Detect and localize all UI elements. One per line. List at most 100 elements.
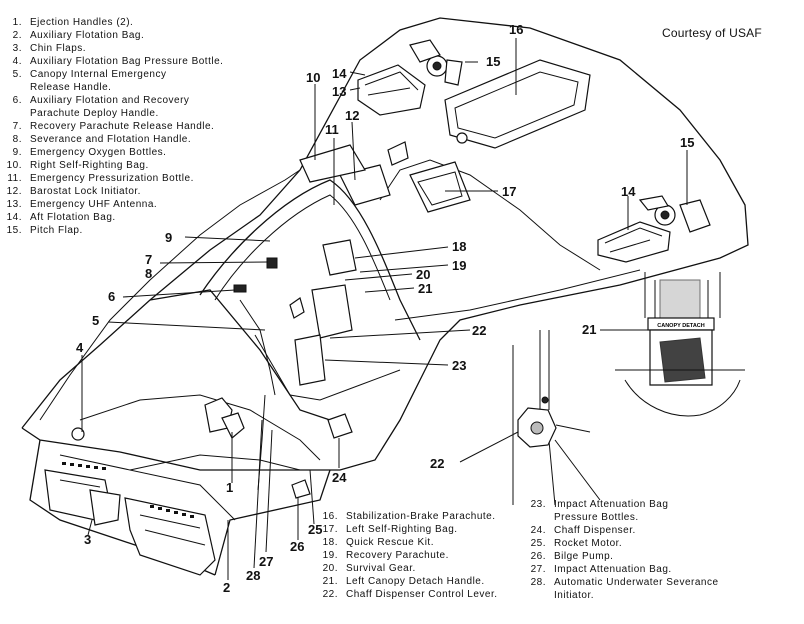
legend-item-number bbox=[0, 107, 30, 120]
legend-item: 1.Ejection Handles (2). bbox=[0, 16, 223, 29]
legend-item: 18.Quick Rescue Kit. bbox=[316, 536, 498, 549]
legend-item-number bbox=[0, 81, 30, 94]
legend-item-text: Canopy Internal Emergency bbox=[30, 69, 167, 80]
legend-item-number: 28. bbox=[530, 577, 546, 588]
legend-item-text: Chaff Dispenser. bbox=[554, 525, 636, 536]
legend-item-number: 27. bbox=[530, 564, 546, 575]
legend-item: 16. Stabilization-Brake Parachute. bbox=[316, 510, 498, 523]
legend-item-number: 25. bbox=[530, 538, 546, 549]
legend-item: 19.Recovery Parachute. bbox=[316, 549, 498, 562]
legend-item: 23.Impact Attenuation Bag bbox=[524, 498, 719, 511]
callout-5: 5 bbox=[92, 313, 99, 328]
legend-items-1-15: 1.Ejection Handles (2).2. Auxiliary Flota… bbox=[0, 16, 223, 237]
legend-item: 26.Bilge Pump. bbox=[524, 550, 719, 563]
legend-item: 20. Survival Gear. bbox=[316, 562, 498, 575]
legend-item-text: Stabilization-Brake Parachute. bbox=[346, 511, 496, 522]
callout-25: 25 bbox=[308, 522, 322, 537]
callout-1: 1 bbox=[226, 480, 233, 495]
legend-item-text: Left Canopy Detach Handle. bbox=[346, 576, 485, 587]
legend-item-number: 10. bbox=[6, 160, 22, 171]
legend-item-number: 5. bbox=[12, 69, 22, 80]
legend-item-number: 6. bbox=[12, 95, 22, 106]
legend-item: 28. Automatic Underwater Severance bbox=[524, 576, 719, 589]
aft-deck-components bbox=[299, 39, 591, 183]
callout-15b: 15 bbox=[680, 135, 694, 150]
legend-item-text: Parachute Deploy Handle. bbox=[30, 108, 159, 119]
callout-14a: 14 bbox=[332, 66, 347, 81]
legend-item: 4.Auxiliary Flotation Bag Pressure Bottl… bbox=[0, 55, 223, 68]
legend-item-text: Impact Attenuation Bag. bbox=[554, 564, 672, 575]
legend-item-text: Severance and Flotation Handle. bbox=[30, 134, 192, 145]
callout-27: 27 bbox=[259, 554, 273, 569]
detail-aft-flotation bbox=[597, 195, 711, 263]
capsule-body bbox=[21, 17, 749, 576]
callout-24: 24 bbox=[332, 470, 347, 485]
legend-item-text: Chin Flaps. bbox=[30, 43, 87, 54]
callout-18: 18 bbox=[452, 239, 466, 254]
legend-item: 24.Chaff Dispenser. bbox=[524, 524, 719, 537]
legend-item-text: Release Handle. bbox=[30, 82, 112, 93]
legend-item: 9.Emergency Oxygen Bottles. bbox=[0, 146, 223, 159]
legend-item: 21.Left Canopy Detach Handle. bbox=[316, 575, 498, 588]
callout-11: 11 bbox=[325, 122, 339, 137]
legend-item: 5. Canopy Internal Emergency bbox=[0, 68, 223, 81]
legend-item-text: Pressure Bottles. bbox=[554, 512, 639, 523]
legend-item: 25.Rocket Motor. bbox=[524, 537, 719, 550]
callout-13: 13 bbox=[332, 84, 346, 99]
legend-item-number: 2. bbox=[12, 30, 22, 41]
legend-item-number: 16. bbox=[322, 511, 338, 522]
credit-text: Courtesy of USAF bbox=[662, 26, 762, 40]
legend-item-number bbox=[524, 589, 554, 602]
legend-item: Initiator. bbox=[524, 589, 719, 602]
legend-item: 12.Barostat Lock Initiator. bbox=[0, 185, 223, 198]
legend-item-text: Recovery Parachute. bbox=[346, 550, 449, 561]
legend-item: 6. Auxiliary Flotation and Recovery bbox=[0, 94, 223, 107]
internal-components bbox=[71, 141, 471, 499]
legend-item-text: Aft Flotation Bag. bbox=[30, 212, 116, 223]
leader-lines bbox=[81, 38, 688, 580]
callout-9: 9 bbox=[165, 230, 172, 245]
legend-item-number: 22. bbox=[322, 589, 338, 600]
legend-item-number: 7. bbox=[12, 121, 22, 132]
callout-4: 4 bbox=[76, 340, 84, 355]
legend-item-number: 15. bbox=[6, 225, 22, 236]
legend-item-text: Auxiliary Flotation and Recovery bbox=[30, 95, 190, 106]
legend-item-text: Automatic Underwater Severance bbox=[554, 577, 719, 588]
legend-item: 8. Severance and Flotation Handle. bbox=[0, 133, 223, 146]
legend-item: 3.Chin Flaps. bbox=[0, 42, 223, 55]
legend-item-number: 12. bbox=[6, 186, 22, 197]
legend-item-number: 11. bbox=[7, 173, 22, 184]
legend-item: 7.Recovery Parachute Release Handle. bbox=[0, 120, 223, 133]
legend-item-text: Impact Attenuation Bag bbox=[554, 499, 669, 510]
legend-item-text: Pitch Flap. bbox=[30, 225, 83, 236]
chin-flaps bbox=[44, 462, 216, 576]
legend-item: 10.Right Self-Righting Bag. bbox=[0, 159, 223, 172]
legend-item-text: Survival Gear. bbox=[346, 563, 416, 574]
legend-item-text: Ejection Handles (2). bbox=[30, 17, 134, 28]
legend-item-text: Emergency Oxygen Bottles. bbox=[30, 147, 167, 158]
legend-items-16-22: 16. Stabilization-Brake Parachute. 17. Left… bbox=[316, 510, 498, 601]
legend-item: Pressure Bottles. bbox=[524, 511, 719, 524]
legend-item-number: 14. bbox=[6, 212, 22, 223]
legend-item-number: 20. bbox=[322, 563, 338, 574]
legend-item-number: 8. bbox=[12, 134, 22, 145]
legend-item-text: Quick Rescue Kit. bbox=[346, 537, 434, 548]
callout-numbers: 1 2 3 4 5 6 7 8 9 10 11 12 13 14 14 15 1… bbox=[76, 22, 694, 595]
callout-7: 7 bbox=[145, 252, 152, 267]
callout-3: 3 bbox=[84, 532, 91, 547]
legend-item-number: 13. bbox=[6, 199, 22, 210]
callout-21b: 21 bbox=[582, 322, 596, 337]
callout-22a: 22 bbox=[472, 323, 486, 338]
callout-6: 6 bbox=[108, 289, 115, 304]
legend-item-text: Emergency UHF Antenna. bbox=[30, 199, 158, 210]
legend-item-text: Emergency Pressurization Bottle. bbox=[30, 173, 194, 184]
legend-item: Parachute Deploy Handle. bbox=[0, 107, 223, 120]
legend-item: 22.Chaff Dispenser Control Lever. bbox=[316, 588, 498, 601]
callout-22b: 22 bbox=[430, 456, 444, 471]
legend-item-number: 17. bbox=[322, 524, 338, 535]
callout-21a: 21 bbox=[418, 281, 432, 296]
callout-17: 17 bbox=[502, 184, 516, 199]
legend-item: 14. Aft Flotation Bag. bbox=[0, 211, 223, 224]
